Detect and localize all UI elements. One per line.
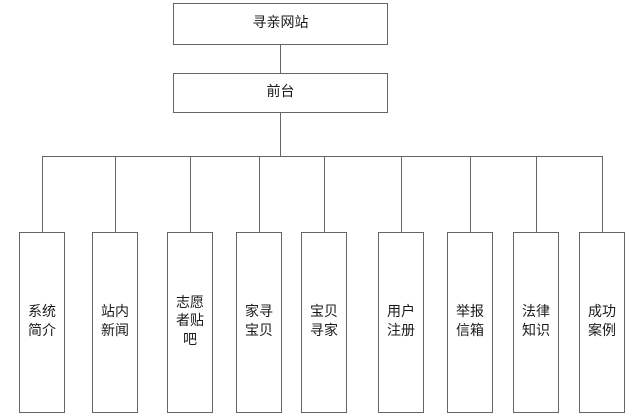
node-system-intro: 系统简介 [19, 232, 65, 413]
connector-drop-site-news [115, 156, 116, 232]
node-legal-knowledge: 法律知识 [513, 232, 559, 413]
node-root-website: 寻亲网站 [173, 3, 388, 45]
node-child-seeks-family-label: 宝贝寻家 [310, 305, 338, 339]
connector-drop-user-register [401, 156, 402, 232]
node-site-news-label: 站内新闻 [101, 305, 129, 339]
connector-drop-volunteer-forum [190, 156, 191, 232]
node-report-mailbox: 举报信箱 [447, 232, 493, 413]
node-family-seeks-child-label: 家寻宝贝 [245, 305, 273, 339]
node-success-cases: 成功案例 [579, 232, 625, 413]
connector-root-to-frontend [280, 45, 281, 73]
node-frontend: 前台 [173, 73, 388, 113]
connector-drop-legal-knowledge [536, 156, 537, 232]
connector-drop-family-seeks-child [259, 156, 260, 232]
connector-frontend-to-bus [280, 113, 281, 156]
node-user-register: 用户注册 [378, 232, 424, 413]
connector-horizontal-bus [42, 156, 603, 157]
connector-drop-report-mailbox [470, 156, 471, 232]
node-legal-knowledge-label: 法律知识 [522, 305, 550, 339]
connector-drop-success-cases [602, 156, 603, 232]
node-child-seeks-family: 宝贝寻家 [301, 232, 347, 413]
connector-drop-child-seeks-family [324, 156, 325, 232]
connector-drop-system-intro [42, 156, 43, 232]
node-site-news: 站内新闻 [92, 232, 138, 413]
node-volunteer-forum-label: 志愿者贴吧 [176, 296, 204, 348]
node-family-seeks-child: 家寻宝贝 [236, 232, 282, 413]
node-report-mailbox-label: 举报信箱 [456, 305, 484, 339]
node-user-register-label: 用户注册 [387, 305, 415, 339]
node-system-intro-label: 系统简介 [28, 305, 56, 339]
node-success-cases-label: 成功案例 [588, 305, 616, 339]
node-frontend-label: 前台 [266, 84, 295, 100]
node-volunteer-forum: 志愿者贴吧 [167, 232, 213, 413]
node-root-label: 寻亲网站 [252, 15, 309, 31]
